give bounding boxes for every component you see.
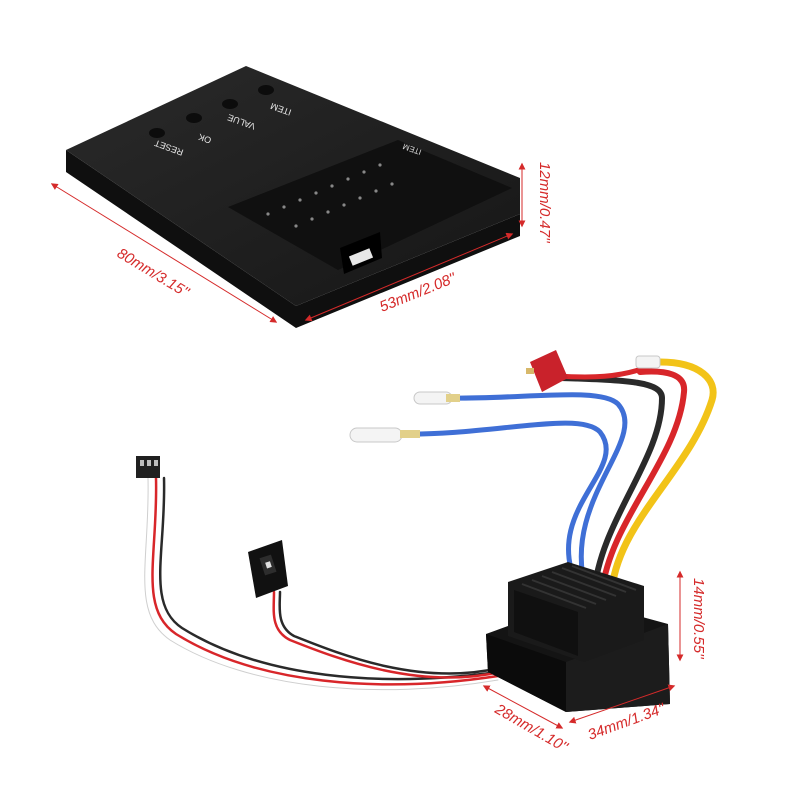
- esc-height-label: 14mm/0.55'': [690, 578, 707, 660]
- switch-black-wire: [278, 590, 502, 675]
- esc-depth-label: 28mm/1.10'': [491, 700, 571, 756]
- card-length-line: [50, 183, 278, 323]
- card-length-label: 80mm/3.15'': [114, 245, 193, 302]
- battery-red-lead: [553, 363, 653, 380]
- esc-heatsink: [508, 562, 644, 662]
- led-panel: [228, 140, 512, 270]
- switch-red-wire: [272, 590, 502, 679]
- t-connector: [526, 350, 661, 392]
- power-switch: [248, 540, 288, 598]
- ok-button[interactable]: [186, 113, 202, 123]
- ok-label: OK: [197, 132, 213, 146]
- esc-wires: [142, 358, 717, 693]
- bullet-connectors: [349, 391, 460, 443]
- esc-width-line: [568, 684, 676, 724]
- servo-red-wire: [151, 476, 500, 686]
- servo-white-wire: [142, 475, 501, 693]
- card-width-line: [304, 232, 514, 322]
- balance-plug: [635, 355, 661, 369]
- value-button[interactable]: [222, 99, 238, 109]
- black-wire: [557, 375, 666, 597]
- blue-wire-2: [397, 420, 609, 591]
- esc-depth-line: [482, 685, 564, 729]
- blue-wire-1: [437, 392, 628, 593]
- servo-black-wire: [159, 476, 500, 681]
- yellow-wire: [608, 358, 717, 592]
- card-height-label: 12mm/0.47'': [536, 162, 553, 244]
- servo-white-outline: [144, 477, 499, 691]
- programming-card: ITEM RESET OK VALUE ITEM: [66, 66, 520, 328]
- esc-unit: [486, 562, 670, 712]
- item-button[interactable]: [258, 85, 274, 95]
- reset-button[interactable]: [149, 128, 165, 138]
- led-row: [266, 163, 394, 228]
- servo-plug: [136, 456, 160, 478]
- red-wire: [599, 368, 688, 595]
